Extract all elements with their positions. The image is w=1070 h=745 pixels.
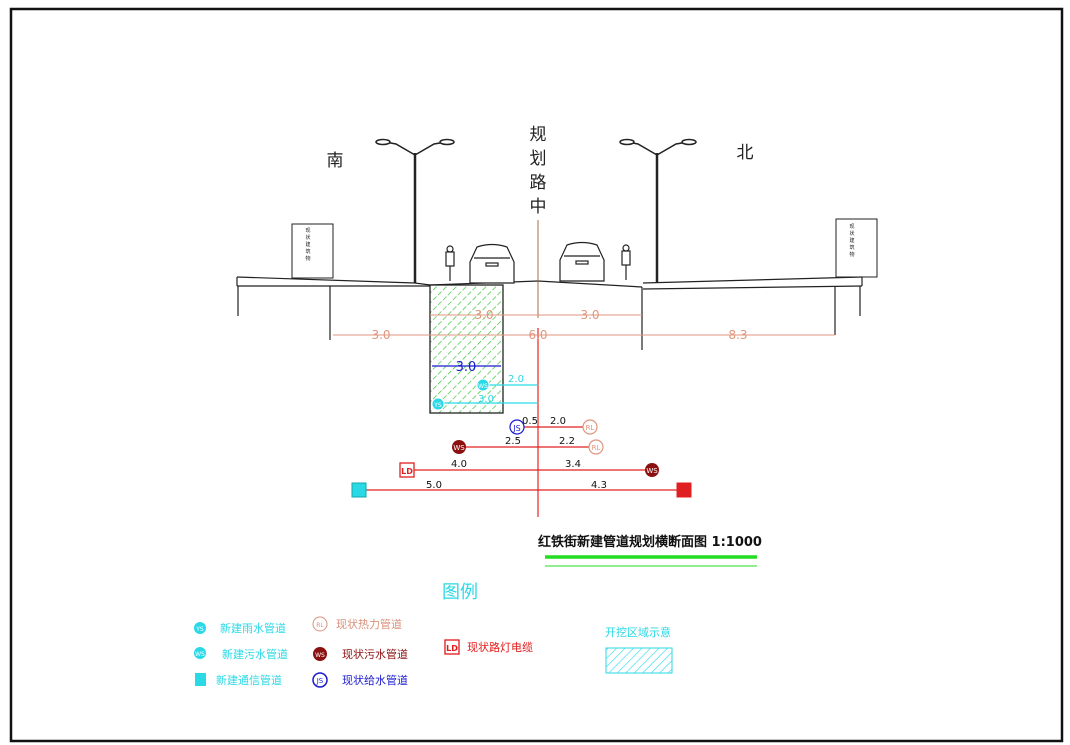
svg-text:划: 划 [530,149,547,169]
svg-text:LD: LD [401,467,413,476]
offset-new-rain: 3.0 [478,394,494,405]
svg-text:建: 建 [849,237,854,244]
svg-text:筑: 筑 [849,244,854,251]
street-lamp-right [619,138,697,283]
south-label: 南 [327,151,344,171]
existing-building-left: 现 状 建 筑 物 [291,223,334,279]
pipe-heat-symbol-2: RL [588,439,604,455]
pipe-heat-symbol-1: RL [582,419,598,435]
pipe-new-sewage-symbol: WS [476,378,490,392]
car-left [469,243,515,284]
offset-new-sewage: 2.0 [508,374,524,385]
dimension-lines [333,314,835,336]
svg-text:开挖区域示意: 开挖区域示意 [605,625,671,639]
svg-text:YS: YS [433,402,442,409]
pipe-telecom-symbol [351,482,367,498]
drawing-title: 红铁街新建管道规划横断面图 1:1000 [538,534,762,550]
svg-text:现: 现 [849,224,854,230]
svg-text:WS: WS [315,652,325,659]
svg-text:规: 规 [530,125,547,145]
offset-js: 0.5 [522,416,538,427]
dim-right-side: 8.3 [728,328,747,342]
cyclist-right [621,244,631,280]
svg-text:YS: YS [195,626,204,633]
svg-text:建: 建 [305,241,310,248]
street-lamp-left [375,138,455,283]
legend-item-new-rain: YS 新建雨水管道 [194,621,286,635]
svg-text:现状路灯电缆: 现状路灯电缆 [467,640,533,654]
svg-text:JS: JS [316,677,324,685]
dim-left-sidewalk: 3.0 [371,328,390,342]
existing-building-right: 现 状 建 筑 物 [835,218,878,278]
legend-item-existing-water: JS 现状给水管道 [312,672,408,688]
svg-text:WS: WS [453,444,465,452]
pipe-electric-symbol [676,482,692,498]
svg-text:新建雨水管道: 新建雨水管道 [220,621,286,635]
svg-text:新建污水管道: 新建污水管道 [222,647,288,661]
svg-text:WS: WS [195,651,205,658]
svg-text:状: 状 [849,230,854,237]
dim-left-half: 3.0 [474,308,493,322]
svg-text:WS: WS [478,383,488,390]
dim-right-half: 3.0 [580,308,599,322]
car-right [559,241,605,282]
legend-item-excavation: 开挖区域示意 [605,625,673,674]
svg-text:新建通信管道: 新建通信管道 [216,673,282,687]
pipe-streetlight-symbol: LD [399,462,415,478]
svg-text:现状污水管道: 现状污水管道 [342,647,408,661]
offset-tx: 5.0 [426,480,442,491]
offset-ws-right: 3.4 [565,459,581,470]
svg-text:物: 物 [849,251,854,258]
legend-item-existing-sewage: WS 现状污水管道 [313,647,408,661]
legend-item-new-sewage: WS 新建污水管道 [194,647,288,661]
offset-ld: 4.0 [451,459,467,470]
pipe-water-supply-symbol: JS [509,419,525,435]
excavation-area [429,284,504,414]
dim-excavation-width: 3.0 [456,360,477,375]
svg-text:RL: RL [316,622,324,629]
pipe-sewage-symbol-right: WS [645,463,659,477]
svg-text:WS: WS [646,467,658,475]
offset-rl1: 2.0 [550,416,566,427]
road-profile [236,276,863,350]
north-label: 北 [737,143,754,163]
legend-item-streetlight: LD 现状路灯电缆 [444,639,533,655]
offset-ws-left: 2.5 [505,436,521,447]
svg-text:RL: RL [586,424,595,432]
svg-text:筑: 筑 [305,248,310,255]
svg-text:状: 状 [305,234,310,241]
svg-text:现状热力管道: 现状热力管道 [336,617,402,631]
offset-dx: 4.3 [591,480,607,491]
svg-text:路: 路 [530,173,547,193]
centerline-label: 规 划 路 中 [530,125,547,217]
legend-title: 图例 [442,582,478,603]
svg-text:物: 物 [305,255,310,262]
svg-text:中: 中 [530,197,547,217]
svg-text:JS: JS [512,424,520,433]
pipe-new-rain-symbol: YS [431,397,445,411]
offset-rl2: 2.2 [559,436,575,447]
legend-item-new-telecom: 新建通信管道 [195,673,282,687]
svg-text:现状给水管道: 现状给水管道 [342,673,408,687]
drawing-frame [9,7,1064,743]
svg-text:LD: LD [446,644,458,653]
svg-text:现: 现 [305,228,310,234]
svg-text:RL: RL [592,444,601,452]
dim-road-total: 6.0 [528,328,547,342]
cyclist-left [445,245,455,281]
pipe-sewage-symbol-left: WS [452,440,466,454]
legend-item-existing-heat: RL 现状热力管道 [312,616,402,632]
